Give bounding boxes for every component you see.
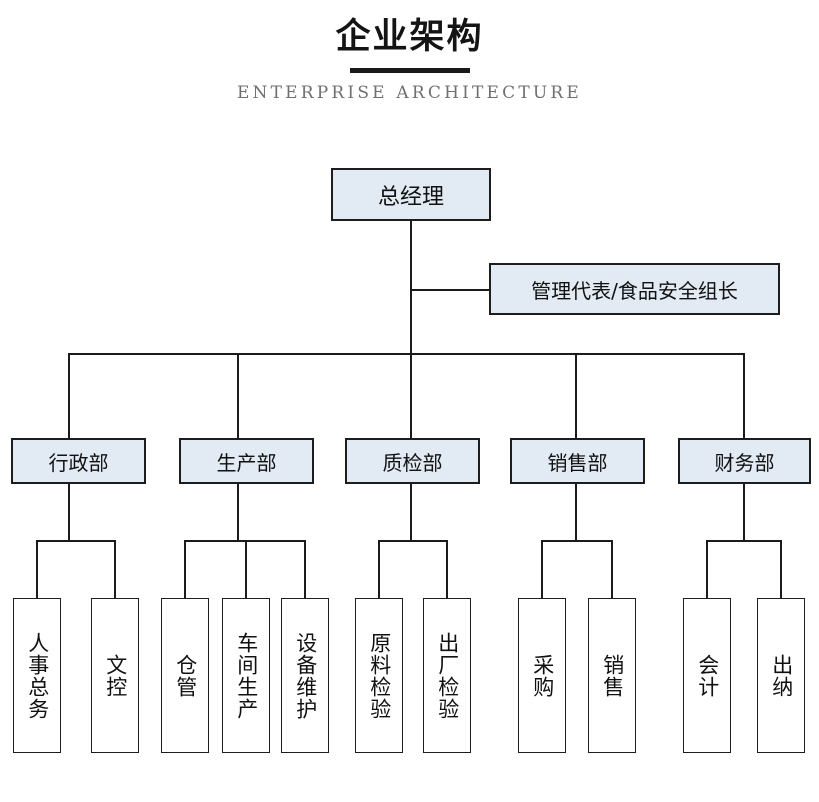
connector-department-bus [68, 353, 744, 355]
leaf-document-control-label: 文控 [103, 653, 128, 698]
leaf-warehouse[interactable]: 仓管 [161, 598, 209, 753]
leaf-sales-label: 销售 [600, 653, 625, 698]
page-title: 企业架构 [335, 17, 484, 57]
connector-dept-3-stem [575, 484, 577, 541]
connector-dept-4-bar [706, 540, 782, 542]
connector-dept-0-bar [36, 540, 116, 542]
leaf-hr-general-affairs-label: 人事总务 [25, 631, 50, 720]
leaf-equipment-maintenance[interactable]: 设备维护 [281, 598, 329, 753]
node-department-administration[interactable]: 行政部 [11, 438, 146, 484]
leaf-factory-inspection[interactable]: 出厂检验 [423, 598, 471, 753]
node-department-production-label: 生产部 [216, 450, 277, 475]
connector-dept-1-stem [237, 484, 239, 541]
leaf-cashier-label: 出纳 [769, 653, 794, 698]
node-department-sales-label: 销售部 [547, 450, 608, 475]
node-department-sales[interactable]: 销售部 [510, 438, 645, 484]
leaf-raw-material-inspection-label: 原料检验 [367, 631, 392, 720]
chart-header: 企业架构 ENTERPRISE ARCHITECTURE [0, 0, 819, 103]
leaf-workshop-production-label: 车间生产 [234, 631, 259, 720]
leaf-cashier[interactable]: 出纳 [757, 598, 805, 753]
connector-bus-to-dept-3 [575, 353, 577, 438]
node-department-administration-label: 行政部 [48, 450, 109, 475]
connector-dept-3-child-1 [611, 540, 613, 598]
title-divider [349, 67, 470, 73]
connector-dept-0-child-1 [114, 540, 116, 598]
leaf-raw-material-inspection[interactable]: 原料检验 [355, 598, 403, 753]
connector-dept-1-child-0 [184, 540, 186, 598]
connector-dept-1-child-1 [245, 540, 247, 598]
node-department-quality[interactable]: 质检部 [345, 438, 480, 484]
connector-dept-1-child-2 [304, 540, 306, 598]
connector-dept-4-child-0 [706, 540, 708, 598]
leaf-purchasing[interactable]: 采购 [518, 598, 566, 753]
connector-root-to-staff [410, 289, 490, 291]
connector-dept-4-stem [743, 484, 745, 541]
leaf-workshop-production[interactable]: 车间生产 [222, 598, 270, 753]
connector-dept-0-stem [68, 484, 70, 541]
connector-dept-3-bar [541, 540, 613, 542]
node-department-finance-label: 财务部 [714, 450, 775, 475]
node-department-quality-label: 质检部 [382, 450, 443, 475]
connector-dept-2-stem [410, 484, 412, 541]
node-department-finance[interactable]: 财务部 [678, 438, 811, 484]
connector-bus-to-dept-0 [68, 353, 70, 438]
node-management-representative-label: 管理代表/食品安全组长 [531, 278, 738, 303]
connector-dept-2-child-0 [378, 540, 380, 598]
connector-dept-2-child-1 [446, 540, 448, 598]
leaf-accounting-label: 会计 [695, 653, 720, 698]
node-general-manager[interactable]: 总经理 [331, 168, 491, 221]
leaf-hr-general-affairs[interactable]: 人事总务 [13, 598, 61, 753]
page-subtitle: ENTERPRISE ARCHITECTURE [236, 82, 583, 103]
node-management-representative[interactable]: 管理代表/食品安全组长 [489, 263, 780, 315]
leaf-accounting[interactable]: 会计 [683, 598, 731, 753]
connector-dept-2-bar [378, 540, 448, 542]
leaf-factory-inspection-label: 出厂检验 [435, 631, 460, 720]
leaf-sales[interactable]: 销售 [588, 598, 636, 753]
connector-dept-0-child-0 [36, 540, 38, 598]
connector-bus-to-dept-4 [743, 353, 745, 438]
node-general-manager-label: 总经理 [377, 184, 444, 210]
connector-dept-4-child-1 [780, 540, 782, 598]
connector-bus-to-dept-2 [410, 353, 412, 438]
leaf-warehouse-label: 仓管 [173, 653, 198, 698]
connector-dept-3-child-0 [541, 540, 543, 598]
leaf-purchasing-label: 采购 [530, 653, 555, 698]
leaf-equipment-maintenance-label: 设备维护 [293, 631, 318, 720]
connector-root-trunk [410, 220, 412, 355]
connector-bus-to-dept-1 [237, 353, 239, 438]
node-department-production[interactable]: 生产部 [179, 438, 314, 484]
leaf-document-control[interactable]: 文控 [91, 598, 139, 753]
